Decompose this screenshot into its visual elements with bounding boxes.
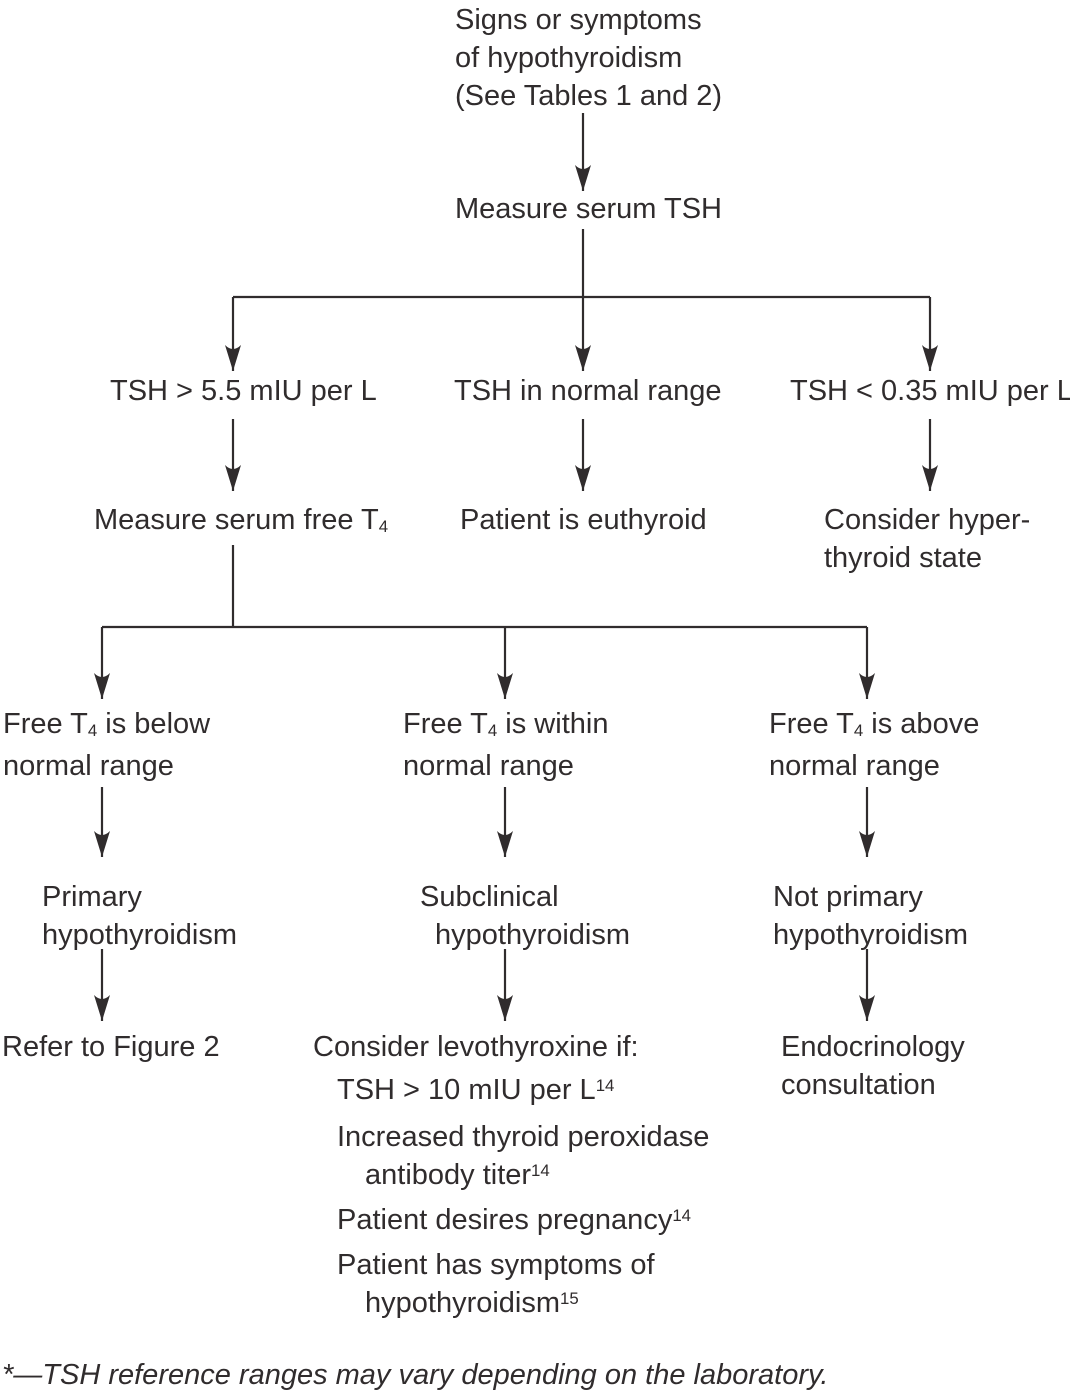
flow-node-refer-figure2: Refer to Figure 2 — [2, 1031, 220, 1063]
levothyroxine-item-tsh10: TSH > 10 mIU per L14 — [337, 1074, 615, 1106]
flow-node-ft4-above: Free T4 is above normal range — [769, 708, 980, 782]
flow-node-signs-symptoms: Signs or symptoms of hypothyroidism (See… — [455, 4, 723, 112]
levothyroxine-heading: Consider levothyroxine if: — [313, 1031, 639, 1063]
levothyroxine-item-peroxidase-line1: Increased thyroid peroxidase — [337, 1121, 710, 1153]
flow-node-tsh-high: TSH > 5.5 mIU per L — [110, 375, 377, 407]
flow-node-not-primary-hypothyroidism: Not primary hypothyroidism — [773, 881, 969, 951]
flow-node-tsh-low: TSH < 0.35 mIU per L* — [790, 375, 1070, 407]
flow-node-ft4-below: Free T4 is below normal range — [3, 708, 211, 782]
flow-node-subclinical-hypothyroidism: Subclinical hypothyroidism — [420, 881, 631, 951]
flow-node-tsh-normal: TSH in normal range — [454, 375, 722, 407]
flow-node-measure-tsh: Measure serum TSH — [455, 193, 722, 225]
levothyroxine-item-symptoms-line2: hypothyroidism15 — [365, 1287, 579, 1319]
flow-node-measure-free-t4: Measure serum free T4 — [94, 504, 389, 537]
flow-node-endocrinology: Endocrinology consultation — [781, 1031, 965, 1101]
levothyroxine-item-pregnancy: Patient desires pregnancy14 — [337, 1204, 692, 1236]
flow-node-primary-hypothyroidism: Primary hypothyroidism — [42, 881, 238, 951]
levothyroxine-item-peroxidase-line2: antibody titer14 — [365, 1159, 550, 1191]
flow-node-ft4-within: Free T4 is within normal range — [403, 708, 609, 782]
flow-node-euthyroid: Patient is euthyroid — [460, 504, 707, 536]
flow-node-hyperthyroid: Consider hyper- thyroid state — [824, 504, 1031, 574]
footnote: *—TSH reference ranges may vary dependin… — [2, 1359, 829, 1391]
levothyroxine-item-symptoms-line1: Patient has symptoms of — [337, 1249, 655, 1281]
